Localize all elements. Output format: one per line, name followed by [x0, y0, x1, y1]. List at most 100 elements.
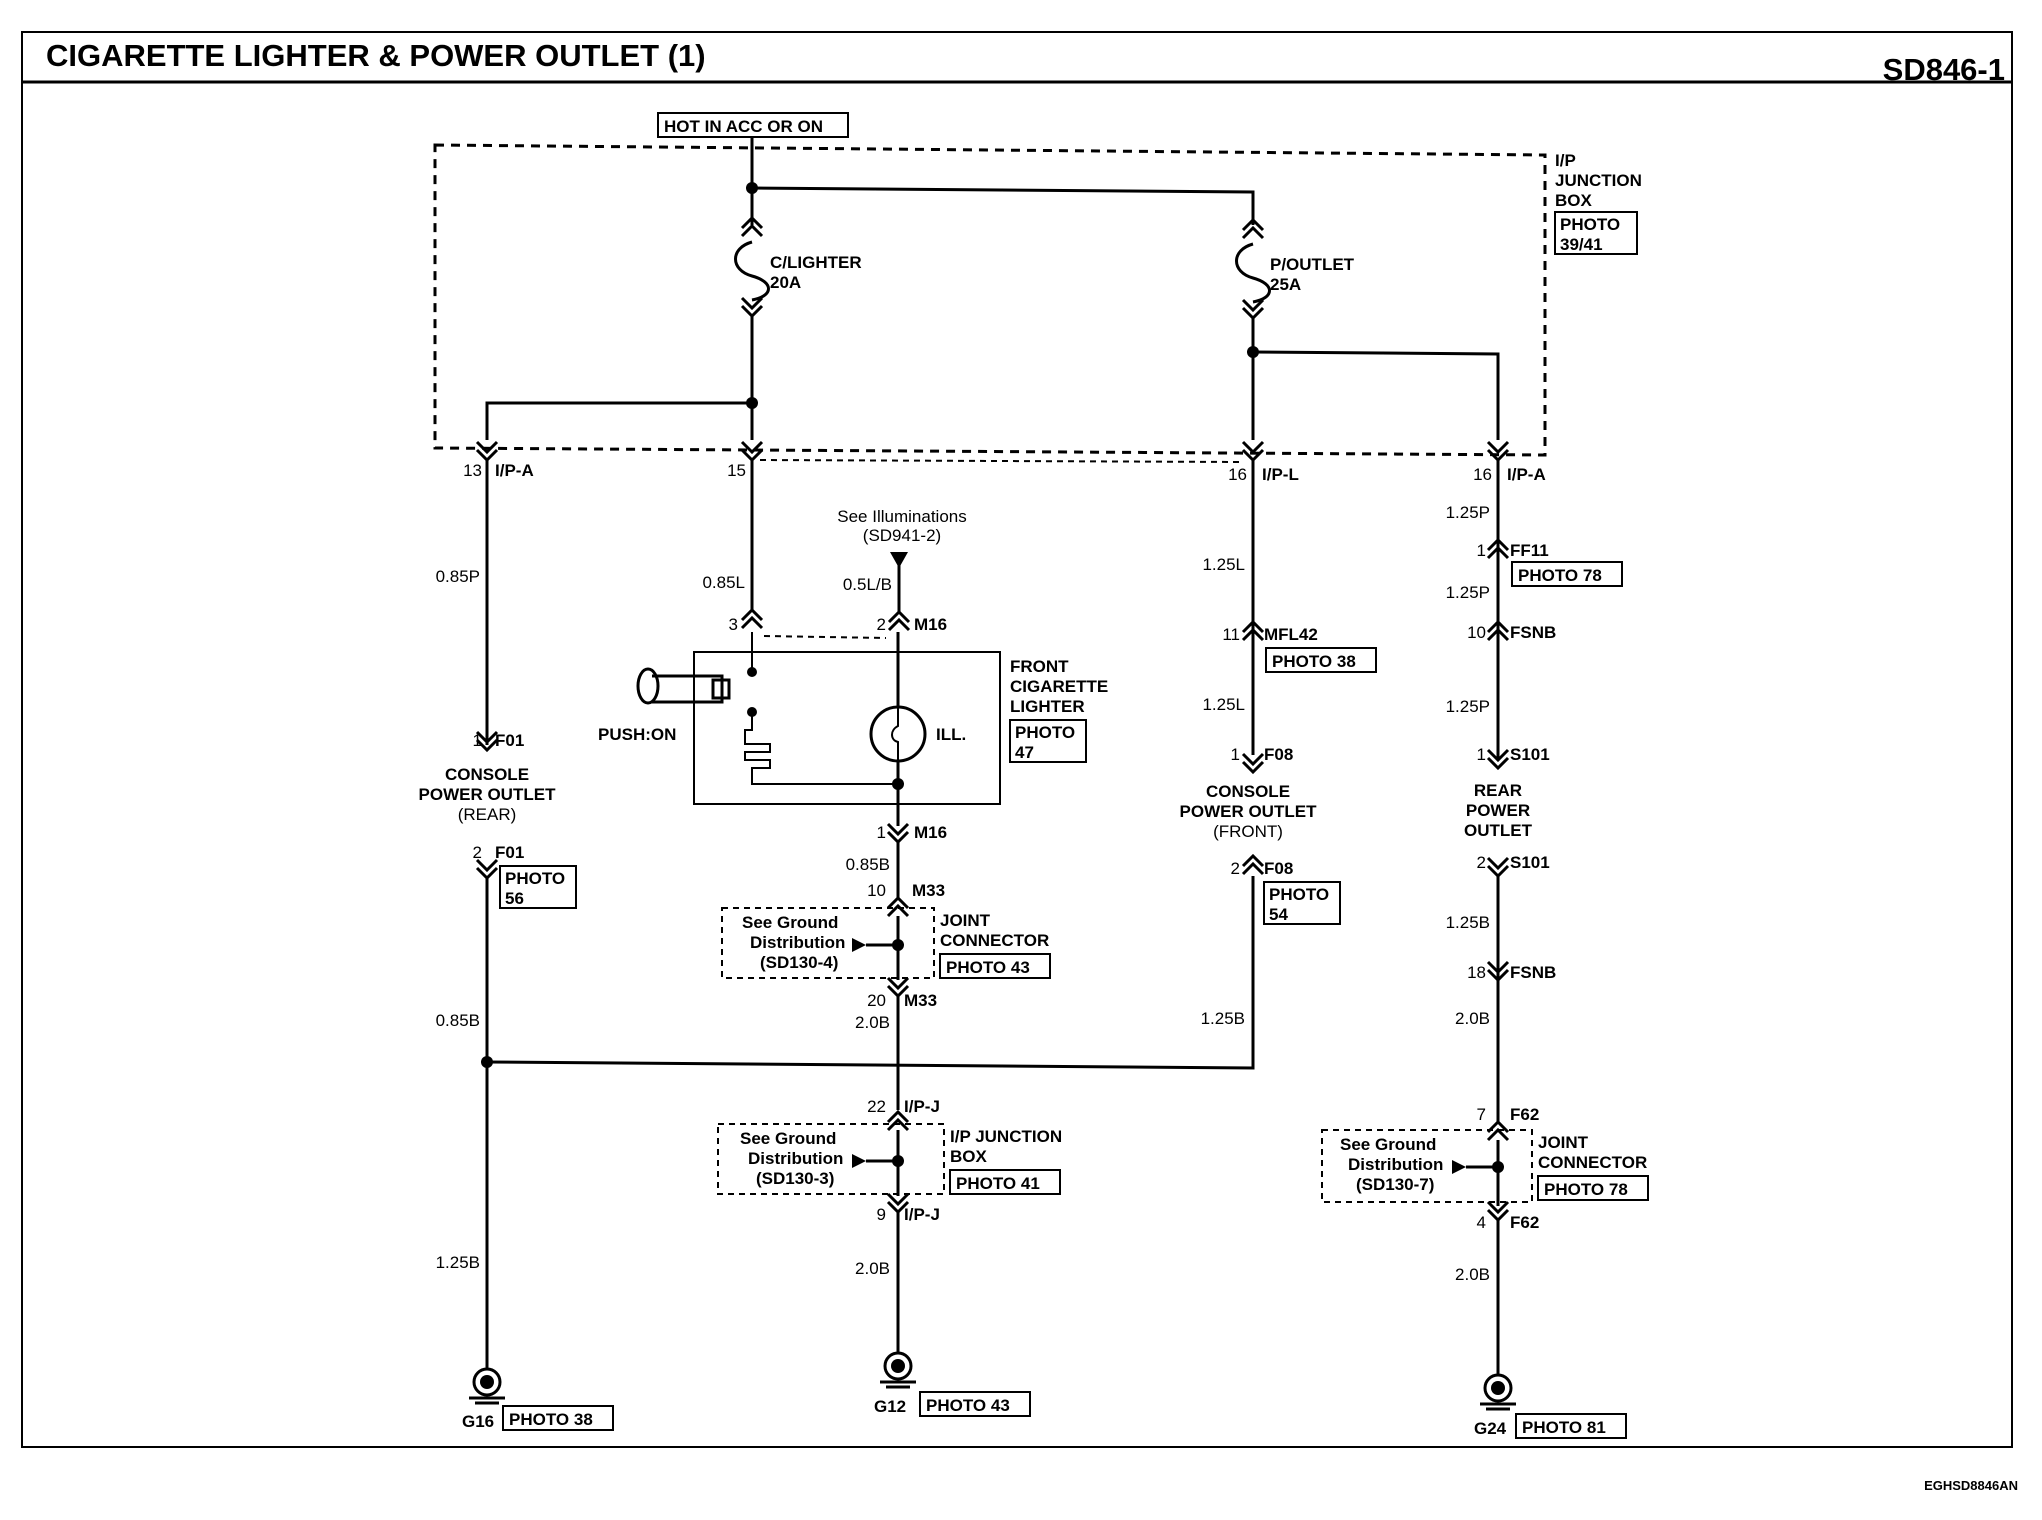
f62-4-name: F62 [1510, 1213, 1539, 1232]
m33-10-pin: 10 [867, 881, 886, 900]
f08-2-pin: 2 [1231, 859, 1240, 878]
f01-2-pin: 2 [473, 843, 482, 862]
joint-2-node [892, 1155, 904, 1167]
f08-2-name: F08 [1264, 859, 1293, 878]
ff11-photo: PHOTO 78 [1518, 566, 1602, 585]
wire-label-125l-b: 1.25L [1202, 695, 1245, 714]
wire-label-125p-c: 1.25P [1446, 697, 1490, 716]
bulb-ground-node [892, 778, 904, 790]
connector-15 [740, 440, 764, 462]
wire-label-125b-front: 1.25B [1201, 1009, 1245, 1028]
connector-m16-1 [886, 822, 910, 844]
joint-1-see: See Ground [742, 913, 838, 932]
joint-1-photo-box [939, 953, 1051, 979]
m16-3-pin: 3 [729, 615, 738, 634]
wire-label-125b-rear: 1.25B [1446, 913, 1490, 932]
fsnb-18-name: FSNB [1510, 963, 1556, 982]
illum-ref-1: See Illuminations [837, 507, 966, 526]
front-console-outlet-label-1: CONSOLE [1206, 782, 1290, 801]
fsnb-10-name: FSNB [1510, 623, 1556, 642]
ground-g12-icon [878, 1351, 918, 1389]
ground-g24-icon [1478, 1373, 1518, 1411]
supply-label: HOT IN ACC OR ON [664, 117, 823, 136]
joint-2-ref: (SD130-3) [756, 1169, 834, 1188]
f01-1-pin: 1 [473, 731, 482, 750]
m16-link [763, 635, 887, 639]
push-on-label: PUSH:ON [598, 725, 676, 744]
wire-label-125l-a: 1.25L [1202, 555, 1245, 574]
joint-1-dist: Distribution [750, 933, 845, 952]
joint-connector-1-box [721, 907, 935, 979]
joint-1-ref: (SD130-4) [760, 953, 838, 972]
joint-connector-2-box [717, 1123, 945, 1195]
ground-g16-icon [467, 1367, 507, 1405]
joint-connector-3-box [1321, 1129, 1533, 1203]
ff11-photo-box [1511, 561, 1623, 587]
ground-g12-photo-box [919, 1391, 1031, 1417]
wire-label-085l: 0.85L [702, 573, 745, 592]
wire-label-20b-g12: 2.0B [855, 1259, 890, 1278]
joint-3-photo: PHOTO 78 [1544, 1180, 1628, 1199]
joint-3-see: See Ground [1340, 1135, 1436, 1154]
wire-label-20b-rear-2: 2.0B [1455, 1265, 1490, 1284]
wire-label-20b-mid: 2.0B [855, 1013, 890, 1032]
mfl42-name: MFL42 [1264, 625, 1318, 644]
joint-1-name-1: JOINT [940, 911, 991, 930]
rear-console-outlet-label-2: POWER OUTLET [419, 785, 557, 804]
conn-16a-name: I/P-L [1262, 465, 1299, 484]
ground-g16-photo-box [502, 1405, 614, 1431]
junction-box-photo-1: PHOTO [1560, 215, 1620, 234]
page-title: CIGARETTE LIGHTER & POWER OUTLET (1) [46, 38, 706, 73]
ground-g12-photo: PHOTO 43 [926, 1396, 1010, 1415]
joint-1-name-2: CONNECTOR [940, 931, 1049, 950]
connector-13 [475, 440, 499, 462]
m16-1-pin: 1 [877, 823, 886, 842]
ground-g16-label: G16 [462, 1412, 494, 1431]
joint-2-arrow [852, 1154, 866, 1168]
ipj-9-name: I/P-J [904, 1205, 940, 1224]
photo-54-box [1263, 881, 1341, 925]
joint-2-photo-box [949, 1169, 1061, 1195]
front-console-outlet-label-2: POWER OUTLET [1180, 802, 1318, 821]
photo-56-2: 56 [505, 889, 524, 908]
wire-label-125b-left: 1.25B [436, 1253, 480, 1272]
ff11-name: FF11 [1510, 541, 1549, 560]
joint-3-ref: (SD130-7) [1356, 1175, 1434, 1194]
connector-f08-1 [1241, 752, 1265, 774]
s101-1-pin: 1 [1477, 745, 1486, 764]
wire-label-085b-left: 0.85B [436, 1011, 480, 1030]
connector-f01-2 [475, 858, 499, 880]
s101-1-name: S101 [1510, 745, 1550, 764]
conn-13-pin: 13 [463, 461, 482, 480]
connector-s101-2 [1486, 856, 1510, 878]
photo-56-box [499, 865, 577, 909]
junction-box-label-3: BOX [1555, 191, 1593, 210]
wire-label-20b-rear-1: 2.0B [1455, 1009, 1490, 1028]
mfl42-photo-box [1265, 647, 1377, 673]
ground-g24-photo-box [1515, 1413, 1627, 1439]
front-lighter-label-3: LIGHTER [1010, 697, 1085, 716]
wire-label-125p-a: 1.25P [1446, 503, 1490, 522]
junction-box-photo-box [1554, 211, 1638, 255]
connector-f08-2 [1241, 854, 1265, 876]
conn-16b-pin: 16 [1473, 465, 1492, 484]
photo-54-1: PHOTO [1269, 885, 1329, 904]
junction-box-label-2: JUNCTION [1555, 171, 1642, 190]
outlet-fuse [1235, 218, 1271, 320]
bulb-filament [891, 707, 899, 761]
m16-2-pin: 2 [877, 615, 886, 634]
connector-16a [1241, 440, 1265, 462]
f08-1-pin: 1 [1231, 745, 1240, 764]
photo-47-1: PHOTO [1015, 723, 1075, 742]
outlet-fuse-name: P/OUTLET [1270, 255, 1355, 274]
conn-15-pin: 15 [727, 461, 746, 480]
lighter-element [744, 712, 898, 785]
conn-16a-pin: 16 [1228, 465, 1247, 484]
footer-code: EGHSD8846AN [1924, 1478, 2018, 1493]
illum-ref-2: (SD941-2) [863, 526, 941, 545]
ff11-pin: 1 [1477, 541, 1486, 560]
rear-outlet-label-2: POWER [1466, 801, 1530, 820]
rear-outlet-label-3: OUTLET [1464, 821, 1533, 840]
rear-outlet-feed [1252, 350, 1500, 440]
